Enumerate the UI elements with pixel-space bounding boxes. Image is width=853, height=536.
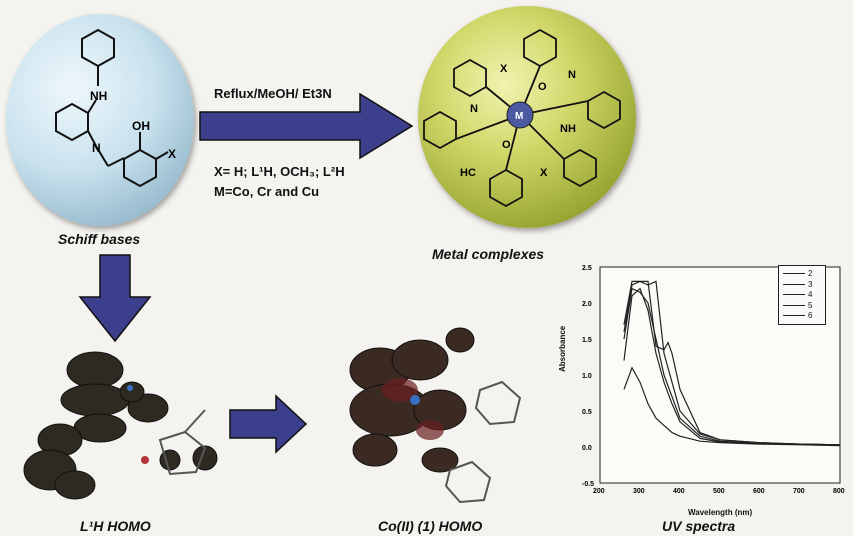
x-label-bottom: X <box>540 167 548 179</box>
o-label-bottom: O <box>502 139 511 151</box>
x-tick-label: 500 <box>713 488 725 495</box>
x-tick-label: 800 <box>833 488 845 495</box>
uv-spectra-caption: UV spectra <box>662 518 736 534</box>
schiff-base-sphere <box>6 14 194 226</box>
l1h-homo-caption: L¹H HOMO <box>80 518 151 534</box>
metal-complexes-caption: Metal complexes <box>432 246 545 262</box>
reaction-arrow <box>199 92 414 160</box>
schiff-bases-caption: Schiff bases <box>58 231 141 247</box>
y-tick-label: 2.5 <box>582 265 592 272</box>
y-tick-label: -0.5 <box>582 481 594 488</box>
y-tick-label: 2.0 <box>582 301 592 308</box>
legend-label: 6 <box>808 311 813 320</box>
y-axis-label: Absorbance <box>558 325 567 372</box>
y-tick-label: 0.5 <box>582 409 592 416</box>
x-values-text: X= H; L¹H, OCH₃; L²H <box>214 164 345 179</box>
n-label: N <box>92 141 101 155</box>
series-line-6 <box>623 280 841 446</box>
oh-label: OH <box>132 119 150 133</box>
legend-swatch <box>783 273 805 274</box>
legend-label: 2 <box>808 269 813 278</box>
x-tick-label: 700 <box>793 488 805 495</box>
legend-item: 2 <box>783 269 812 278</box>
metals-text: M=Co, Cr and Cu <box>214 184 320 199</box>
metal-label: M <box>515 111 523 122</box>
legend-item: 3 <box>783 280 812 289</box>
o-label-top: O <box>538 81 547 93</box>
legend-swatch <box>783 294 805 295</box>
co-homo-caption: Co(II) (1) HOMO <box>378 518 483 534</box>
n-label-left: N <box>470 103 478 115</box>
legend-label: 5 <box>808 300 813 310</box>
y-tick-label: 1.0 <box>582 373 592 380</box>
x-tick-label: 400 <box>673 488 685 495</box>
x-tick-label: 600 <box>753 488 765 495</box>
metal-center <box>506 101 534 129</box>
legend-swatch <box>783 315 805 316</box>
legend-swatch <box>783 304 805 306</box>
x-label: X <box>168 147 176 161</box>
nh-label-right: NH <box>560 123 576 135</box>
l1h-homo-orbital <box>23 351 218 500</box>
co-homo-orbital <box>349 327 522 504</box>
x-label-top: X <box>500 63 508 75</box>
legend-label: 4 <box>808 290 813 299</box>
schiff-base-structure: NH N OH X <box>55 28 176 188</box>
legend-item: 4 <box>783 290 812 299</box>
hc-label: HC <box>460 167 476 179</box>
down-arrow <box>78 254 152 343</box>
reaction-conditions: Reflux/MeOH/ Et3N <box>214 86 332 101</box>
x-axis-label: Wavelength (nm) <box>688 508 753 517</box>
series-line-4 <box>623 287 841 446</box>
nh-label: NH <box>90 89 107 103</box>
y-tick-label: 0.0 <box>582 445 592 452</box>
series-line-2 <box>623 366 841 447</box>
legend-item: 5 <box>783 301 812 310</box>
n-label-right: N <box>568 69 576 81</box>
x-tick-label: 200 <box>593 488 605 495</box>
metal-complex-structure: M X O N NH N HC O X <box>423 28 621 208</box>
legend-item: 6 <box>783 311 812 320</box>
x-tick-label: 300 <box>633 488 645 495</box>
y-tick-label: 1.5 <box>582 337 592 344</box>
homo-arrow <box>229 394 308 454</box>
legend-swatch <box>783 283 805 285</box>
legend-label: 3 <box>808 279 813 289</box>
